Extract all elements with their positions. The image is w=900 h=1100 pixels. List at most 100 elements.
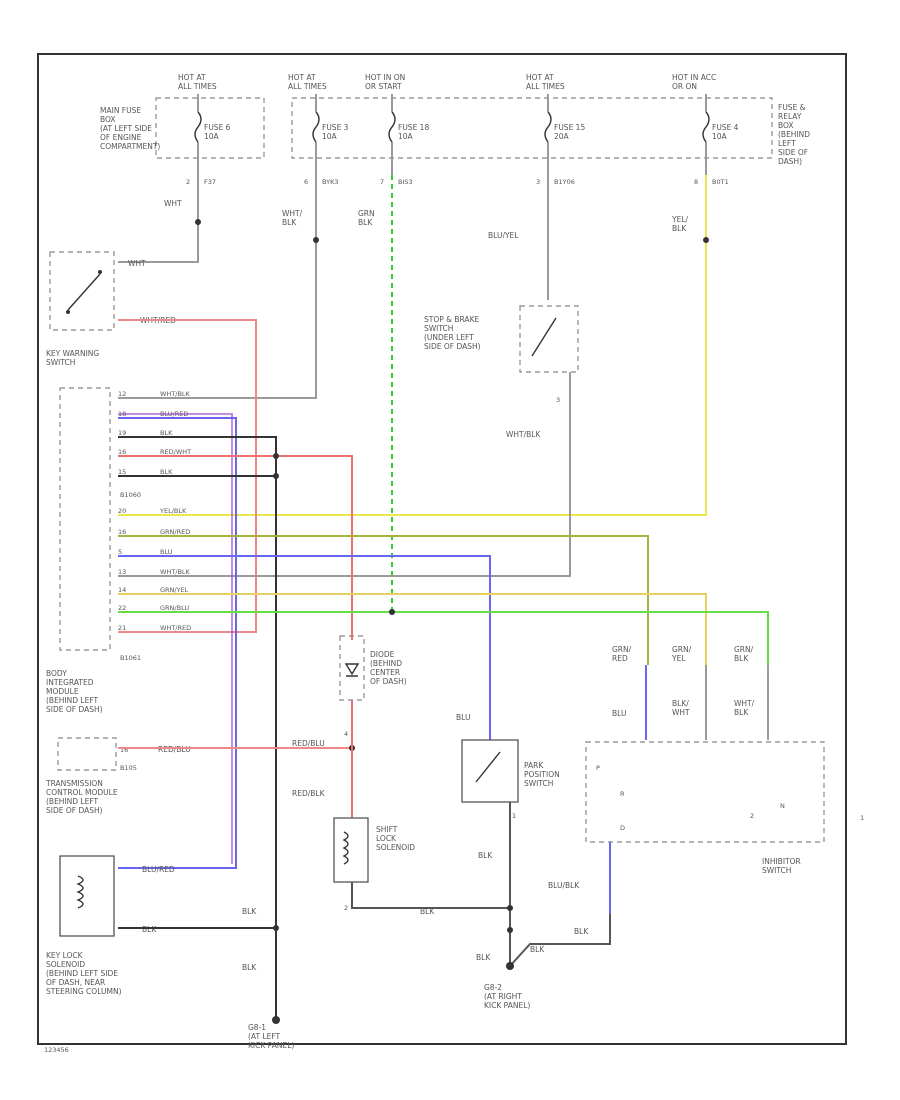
wire-bim-blu-to-park bbox=[118, 555, 491, 740]
wire-inhibitor-to-ground bbox=[509, 914, 611, 967]
fuse-pin: 6 bbox=[304, 178, 308, 186]
svg-text:20: 20 bbox=[118, 507, 126, 515]
wire-fuse4-to-bim bbox=[118, 175, 707, 516]
inhibitor-position: 2 bbox=[750, 812, 754, 820]
svg-text:16: 16 bbox=[118, 528, 126, 536]
svg-text:WHT/BLK: WHT/BLK bbox=[160, 390, 191, 398]
park-switch-in-wire-label: BLU bbox=[456, 713, 470, 722]
wire-fuse6-to-key-warning bbox=[118, 175, 199, 263]
park-switch-out-wire-label: BLK bbox=[478, 851, 493, 860]
splice-green bbox=[389, 609, 395, 615]
tcm-wire-label: RED/BLU bbox=[158, 745, 191, 754]
diagram-frame bbox=[37, 53, 847, 1045]
inhibitor-out2-wire-label: BLK bbox=[574, 927, 589, 936]
fuse-wire-label: WHT/BLK bbox=[282, 209, 303, 227]
wire-bim-to-key-lock-blu bbox=[118, 417, 237, 869]
wire-bim-grn-yel-to-inhibitor bbox=[118, 593, 707, 665]
inhibitor-sub-label: BLK/WHT bbox=[672, 699, 690, 717]
stop-brake-switch-contact bbox=[531, 317, 557, 357]
bim-row: 12 WHT/BLK bbox=[118, 390, 191, 398]
key-lock-coil bbox=[76, 875, 84, 909]
svg-text:13: 13 bbox=[118, 568, 126, 576]
wire-fuse3-to-bim bbox=[118, 175, 317, 399]
relay-fuse-box-outline bbox=[291, 97, 773, 159]
park-position-switch-box bbox=[461, 739, 519, 803]
g1-wire-label: BLK bbox=[242, 907, 257, 916]
main-fuse-box-outline bbox=[155, 97, 265, 159]
fuse-pin: 2 bbox=[186, 178, 190, 186]
g1-wire2-label: BLK bbox=[242, 963, 257, 972]
inhibitor-sub-label: WHT/BLK bbox=[734, 699, 755, 717]
inhibitor-col-label: GRN/YEL bbox=[671, 645, 692, 663]
svg-text:GRN/BLU: GRN/BLU bbox=[160, 604, 189, 612]
key-lock-solenoid-box bbox=[59, 855, 115, 937]
fuse-circuit: BYK3 bbox=[322, 178, 338, 186]
svg-text:22: 22 bbox=[118, 604, 126, 612]
bim-connector-bottom-id: B1061 bbox=[120, 654, 141, 662]
key-warning-top-wire-label: WHT bbox=[128, 259, 146, 268]
svg-text:BLK: BLK bbox=[160, 429, 173, 437]
inhibitor-position: R bbox=[620, 790, 625, 798]
bim-row: 22 GRN/BLU bbox=[118, 604, 189, 612]
g2-wire-label: BLK bbox=[476, 953, 491, 962]
bim-connector-outline bbox=[59, 387, 111, 651]
tcm-pin: 16 bbox=[120, 746, 128, 754]
fuse-circuit: B0T1 bbox=[712, 178, 729, 186]
svg-text:5: 5 bbox=[118, 548, 122, 556]
shift-lock-pin: 2 bbox=[344, 904, 348, 912]
bim-row: 16 GRN/RED bbox=[118, 528, 190, 536]
svg-text:15: 15 bbox=[118, 468, 126, 476]
svg-text:12: 12 bbox=[118, 390, 126, 398]
inhibitor-out-wire-label: BLU/BLK bbox=[548, 881, 580, 890]
inhibitor-switch-outline bbox=[585, 741, 825, 843]
stop-brake-switch-outline bbox=[519, 305, 579, 373]
svg-text:21: 21 bbox=[118, 624, 126, 632]
svg-text:GRN/YEL: GRN/YEL bbox=[160, 586, 189, 594]
fuse-circuit: BIS3 bbox=[398, 178, 413, 186]
key-warning-switch-contact bbox=[67, 273, 101, 311]
svg-text:WHT/BLK: WHT/BLK bbox=[160, 568, 191, 576]
park-switch-contact bbox=[475, 751, 501, 783]
svg-text:YEL/BLK: YEL/BLK bbox=[159, 507, 187, 515]
svg-text:GRN/RED: GRN/RED bbox=[160, 528, 190, 536]
fuse-pin: 7 bbox=[380, 178, 384, 186]
fuse-pin: 3 bbox=[536, 178, 540, 186]
splice-blk bbox=[273, 473, 279, 479]
inhibitor-position: D bbox=[620, 824, 625, 832]
footer-code: 123456 bbox=[44, 1046, 69, 1054]
splice-red bbox=[273, 453, 279, 459]
wire-shift-lock-to-ground bbox=[351, 882, 510, 909]
stop-switch-out-wire-label: WHT/BLK bbox=[506, 430, 541, 439]
shift-lock-solenoid-box bbox=[333, 817, 369, 883]
wire-bim-blk-ground bbox=[118, 436, 277, 1020]
inhibitor-position: P bbox=[596, 764, 600, 772]
fuse-circuit: B1Y06 bbox=[554, 178, 575, 186]
